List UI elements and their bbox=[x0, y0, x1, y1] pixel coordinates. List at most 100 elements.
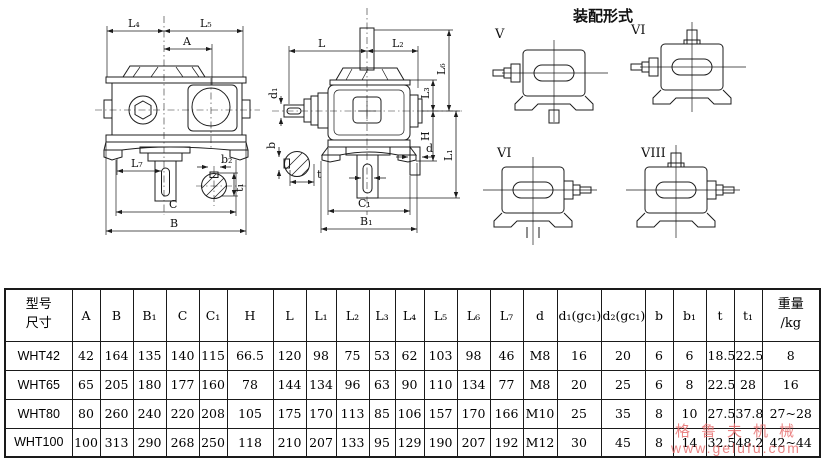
dim-label-L2: L₂ bbox=[392, 37, 404, 50]
assembly-title: 装配形式 bbox=[572, 7, 633, 25]
spec-cell: 35 bbox=[600, 398, 646, 429]
spec-cell: 208 bbox=[198, 398, 228, 429]
spec-cell: 63 bbox=[368, 369, 396, 400]
spec-cell: 95 bbox=[368, 427, 396, 458]
spec-cell: 42 bbox=[71, 340, 101, 371]
dim-label-C1: C₁ bbox=[358, 197, 371, 210]
spec-cell: 166 bbox=[489, 398, 524, 429]
spec-cell: 30 bbox=[556, 427, 602, 458]
spec-cell: M12 bbox=[522, 427, 558, 458]
spec-cell: 144 bbox=[272, 369, 307, 400]
assembly-fig-VI: VI bbox=[630, 22, 746, 112]
spec-cell: 25 bbox=[556, 398, 602, 429]
spec-cell: 14 bbox=[672, 427, 707, 458]
col-header-L5: L₅ bbox=[423, 288, 458, 342]
spec-cell: 313 bbox=[99, 427, 134, 458]
spec-cell: 85 bbox=[368, 398, 396, 429]
spec-cell: 53 bbox=[368, 340, 396, 371]
col-header-d2: d₂(gc₁) bbox=[600, 288, 646, 342]
spec-cell: 105 bbox=[226, 398, 274, 429]
spec-cell: 268 bbox=[165, 427, 200, 458]
assembly-forms: 装配形式 V VI VI bbox=[483, 7, 746, 245]
spec-cell: 18.5 bbox=[705, 340, 735, 371]
spec-cell: 16 bbox=[761, 369, 821, 400]
spec-cell: 210 bbox=[272, 427, 307, 458]
dim-label-L7: L₇ bbox=[131, 157, 143, 170]
dim-label-L5: L₅ bbox=[200, 17, 212, 30]
corner-header: 型号 尺寸 bbox=[4, 288, 73, 342]
spec-cell: 160 bbox=[198, 369, 228, 400]
col-header-L1: L₁ bbox=[305, 288, 337, 342]
spec-cell: 110 bbox=[423, 369, 458, 400]
dim-label-t1: t₁ bbox=[233, 183, 246, 192]
spec-cell: M8 bbox=[522, 369, 558, 400]
dim-label-t: t bbox=[317, 168, 322, 181]
spec-cell: 80 bbox=[71, 398, 101, 429]
spec-cell: 78 bbox=[226, 369, 274, 400]
spec-cell: 205 bbox=[99, 369, 134, 400]
col-header-L6: L₆ bbox=[456, 288, 491, 342]
col-header-d1: d₁(gc₁) bbox=[556, 288, 602, 342]
spec-cell: 10 bbox=[672, 398, 707, 429]
spec-cell: 170 bbox=[305, 398, 337, 429]
dim-label-L: L bbox=[318, 37, 326, 50]
spec-cell: 290 bbox=[132, 427, 167, 458]
spec-cell: 98 bbox=[305, 340, 337, 371]
assembly-label-VIII: VIII bbox=[640, 146, 666, 161]
spec-cell: 96 bbox=[335, 369, 370, 400]
spec-cell: 164 bbox=[99, 340, 134, 371]
col-header-C1: C₁ bbox=[198, 288, 228, 342]
spec-cell: 250 bbox=[198, 427, 228, 458]
spec-cell: 120 bbox=[272, 340, 307, 371]
spec-cell: 46 bbox=[489, 340, 524, 371]
spec-cell: 240 bbox=[132, 398, 167, 429]
assembly-label-VI: VI bbox=[630, 23, 646, 38]
weight-header-line1: 重量 bbox=[777, 297, 804, 313]
col-header-t1: t₁ bbox=[733, 288, 763, 342]
spec-cell: 6 bbox=[644, 369, 674, 400]
col-header-L2: L₂ bbox=[335, 288, 370, 342]
col-header-B1: B₁ bbox=[132, 288, 167, 342]
col-header-C: C bbox=[165, 288, 200, 342]
spec-cell: 28 bbox=[733, 369, 763, 400]
spec-cell: 98 bbox=[456, 340, 491, 371]
spec-cell: 77 bbox=[489, 369, 524, 400]
spec-cell: 103 bbox=[423, 340, 458, 371]
spec-cell: 20 bbox=[600, 340, 646, 371]
weight-header-line2: /kg bbox=[780, 316, 802, 332]
spec-cell: 32.5 bbox=[705, 427, 735, 458]
spec-cell: 6 bbox=[644, 340, 674, 371]
dim-label-B1: B₁ bbox=[360, 215, 373, 228]
dim-label-H: H bbox=[419, 131, 432, 141]
col-header-b: b bbox=[644, 288, 674, 342]
spec-cell: 175 bbox=[272, 398, 307, 429]
col-header-L7: L₇ bbox=[489, 288, 524, 342]
col-header-B: B bbox=[99, 288, 134, 342]
dim-label-L3: L₃ bbox=[419, 87, 432, 99]
spec-cell: 170 bbox=[456, 398, 491, 429]
spec-cell: 90 bbox=[394, 369, 425, 400]
spec-cell: 37.8 bbox=[733, 398, 763, 429]
spec-cell: 62 bbox=[394, 340, 425, 371]
dim-label-C: C bbox=[169, 198, 177, 211]
spec-cell: 45 bbox=[600, 427, 646, 458]
spec-cell: 16 bbox=[556, 340, 602, 371]
spec-cell: 6 bbox=[672, 340, 707, 371]
model-cell: WHT80 bbox=[4, 398, 73, 429]
spec-cell: 27.5 bbox=[705, 398, 735, 429]
spec-cell: M8 bbox=[522, 340, 558, 371]
dim-label-L4: L₄ bbox=[128, 17, 140, 30]
corner-header-line2: 尺寸 bbox=[25, 316, 52, 332]
spec-cell: 22.5 bbox=[733, 340, 763, 371]
assembly-fig-V: V bbox=[492, 27, 608, 124]
col-header-weight: 重量 /kg bbox=[761, 288, 821, 342]
spec-cell: 134 bbox=[305, 369, 337, 400]
spec-cell: 180 bbox=[132, 369, 167, 400]
spec-cell: M10 bbox=[522, 398, 558, 429]
spec-cell: 129 bbox=[394, 427, 425, 458]
spec-cell: 135 bbox=[132, 340, 167, 371]
col-header-L4: L₄ bbox=[394, 288, 425, 342]
col-header-L: L bbox=[272, 288, 307, 342]
